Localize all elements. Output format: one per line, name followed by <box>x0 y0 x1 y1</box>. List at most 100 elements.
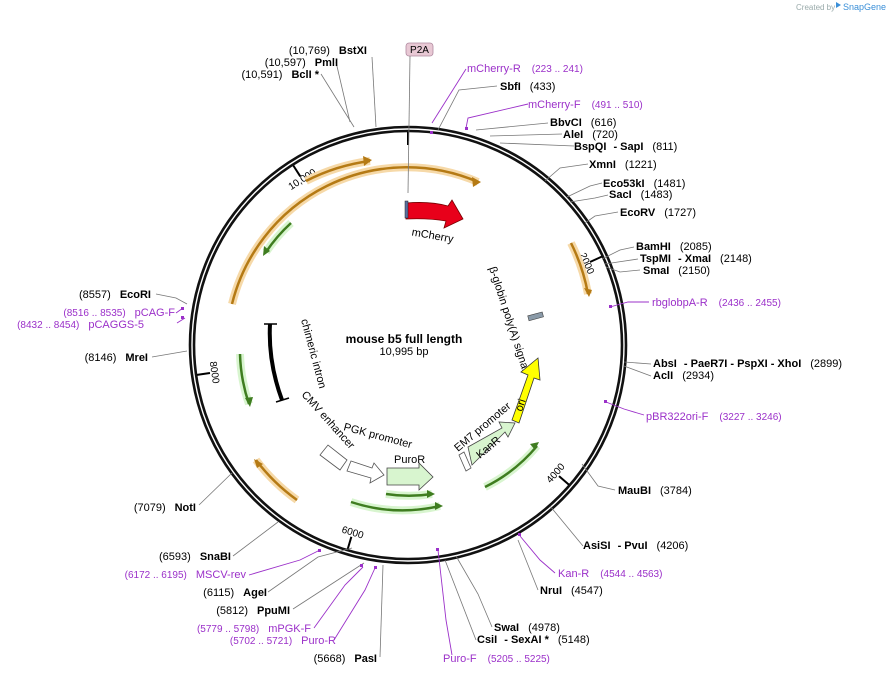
em7-promoter-feature[interactable] <box>458 451 472 472</box>
site-maubi[interactable]: MauBI <box>618 485 651 497</box>
site-bamhi[interactable]: BamHI <box>636 241 671 253</box>
site-asisi[interactable]: AsiSI <box>583 540 611 552</box>
primer-leaders <box>175 68 649 656</box>
svg-text:(5702 .. 5721)Puro-R: (5702 .. 5721)Puro-R <box>230 635 336 647</box>
site-bstxi[interactable]: BstXI <box>339 45 367 57</box>
puror-label: PuroR <box>394 454 425 466</box>
snapgene-logo-icon <box>836 2 841 8</box>
site-sbfi[interactable]: SbfI <box>500 81 521 93</box>
site-noti[interactable]: NotI <box>175 502 196 514</box>
svg-text:SbfI(433): SbfI(433) <box>500 81 555 93</box>
svg-text:(7079)NotI: (7079)NotI <box>134 502 196 514</box>
svg-text:AsiSI - PvuI(4206): AsiSI - PvuI(4206) <box>583 540 688 552</box>
svg-text:(10,769)BstXI: (10,769)BstXI <box>289 45 367 57</box>
site-agei[interactable]: AgeI <box>243 587 267 599</box>
svg-text:NruI(4547): NruI(4547) <box>540 585 603 597</box>
svg-text:AbsI - PaeR7I - PspXI - XhoI(2: AbsI - PaeR7I - PspXI - XhoI(2899) <box>653 358 842 370</box>
site-pmli[interactable]: PmlI <box>315 57 338 69</box>
svg-text:rbglobpA-R(2436 .. 2455): rbglobpA-R(2436 .. 2455) <box>652 297 781 309</box>
svg-text:(6172 .. 6195)MSCV-rev: (6172 .. 6195)MSCV-rev <box>125 569 247 581</box>
site-saci[interactable]: SacI <box>609 189 632 201</box>
svg-text:Eco53kI(1481): Eco53kI(1481) <box>603 178 685 190</box>
bglobin-label: β-globin poly(A) signal <box>486 265 531 372</box>
primer-puro-f[interactable]: Puro-F <box>443 653 477 665</box>
primer-mcherry-f[interactable]: mCherry-F <box>528 99 581 111</box>
green-arrowheads <box>245 246 539 510</box>
site-csii[interactable]: CsiI <box>477 634 497 646</box>
site-ecori[interactable]: EcoRI <box>120 289 151 301</box>
plasmid-name: mouse b5 full length <box>346 332 463 346</box>
bglobin-polya-feature[interactable] <box>527 311 544 322</box>
backbone-inner-ring <box>192 129 624 561</box>
site-ecorv[interactable]: EcoRV <box>620 207 656 219</box>
mcherry-feature[interactable] <box>404 199 464 229</box>
svg-text:(5779 .. 5798)mPGK-F: (5779 .. 5798)mPGK-F <box>197 623 311 635</box>
left-site-labels: (10,769)BstXI (10,597)PmlI (10,591)BclI … <box>79 45 377 665</box>
tick-label-8000: 8000 <box>207 361 221 385</box>
site-xmni[interactable]: XmnI <box>589 159 616 171</box>
svg-text:(5812)PpuMI: (5812)PpuMI <box>216 605 290 617</box>
site-smai[interactable]: SmaI <box>643 265 669 277</box>
created-by-text: Created by <box>796 3 835 12</box>
svg-text:Kan-R(4544 .. 4563): Kan-R(4544 .. 4563) <box>558 568 662 580</box>
p2a-label: P2A <box>410 45 429 56</box>
svg-text:AleI(720): AleI(720) <box>563 129 618 141</box>
intron-label: chimeric intron <box>298 318 328 390</box>
svg-text:(8432 .. 8454)pCAGGS-5: (8432 .. 8454)pCAGGS-5 <box>17 319 144 331</box>
svg-text:(8557)EcoRI: (8557)EcoRI <box>79 289 151 301</box>
pgk-promoter-feature[interactable] <box>346 460 385 484</box>
site-snabi[interactable]: SnaBI <box>200 551 231 563</box>
snapgene-brand: SnapGene <box>843 2 886 12</box>
primer-mscv-rev[interactable]: MSCV-rev <box>196 569 247 581</box>
site-bcli[interactable]: BclI * <box>291 69 319 81</box>
primer-pcag-f[interactable]: pCAG-F <box>135 307 176 319</box>
svg-text:(10,597)PmlI: (10,597)PmlI <box>265 57 338 69</box>
site-absi[interactable]: AbsI <box>653 358 677 370</box>
kanr-feature[interactable] <box>467 421 516 466</box>
tick-label-6000: 6000 <box>340 525 365 542</box>
site-alei[interactable]: AleI <box>563 129 583 141</box>
site-mrei[interactable]: MreI <box>125 352 148 364</box>
p2a-feature[interactable]: P2A <box>405 42 434 194</box>
primer-pbr322ori-f[interactable]: pBR322ori-F <box>646 411 709 423</box>
tick-10000 <box>292 164 302 178</box>
primer-rbglobpa-r[interactable]: rbglobpA-R <box>652 297 708 309</box>
site-acli[interactable]: AclI <box>653 370 673 382</box>
tick-8000 <box>196 372 211 376</box>
svg-text:BspQI - SapI(811): BspQI - SapI(811) <box>574 141 677 153</box>
site-pasi[interactable]: PasI <box>354 653 377 665</box>
site-tspmi[interactable]: TspMI <box>640 253 671 265</box>
svg-text:mCherry-F(491 .. 510): mCherry-F(491 .. 510) <box>528 99 643 111</box>
site-ppumi[interactable]: PpuMI <box>257 605 290 617</box>
tick-2000 <box>589 255 603 263</box>
primer-mpgk-f[interactable]: mPGK-F <box>268 623 311 635</box>
site-eco53ki[interactable]: Eco53kI <box>603 178 645 190</box>
primer-mcherry-r[interactable]: mCherry-R <box>467 63 521 75</box>
primer-markers <box>181 127 612 569</box>
svg-text:SacI(1483): SacI(1483) <box>609 189 672 201</box>
site-swai[interactable]: SwaI <box>494 622 519 634</box>
ori-feature[interactable] <box>511 357 541 424</box>
svg-text:(5668)PasI: (5668)PasI <box>314 653 377 665</box>
site-bbvci[interactable]: BbvCI <box>550 117 582 129</box>
chimeric-intron-feature[interactable] <box>264 323 290 403</box>
right-site-leaders <box>437 85 652 641</box>
site-bspqi[interactable]: BspQI <box>574 141 606 153</box>
primer-puro-r[interactable]: Puro-R <box>301 635 336 647</box>
left-primer-labels: (8516 .. 8535)pCAG-F (8432 .. 8454)pCAGG… <box>17 307 336 647</box>
primer-pcaggs-5[interactable]: pCAGGS-5 <box>88 319 144 331</box>
puror-feature[interactable] <box>386 462 434 491</box>
svg-text:SwaI(4978): SwaI(4978) <box>494 622 560 634</box>
cmv-enhancer-feature[interactable] <box>319 444 348 471</box>
svg-text:(8516 .. 8535)pCAG-F: (8516 .. 8535)pCAG-F <box>63 307 175 319</box>
svg-text:(8146)MreI: (8146)MreI <box>85 352 148 364</box>
primer-kan-r[interactable]: Kan-R <box>558 568 589 580</box>
svg-text:XmnI(1221): XmnI(1221) <box>589 159 657 171</box>
site-nrui[interactable]: NruI <box>540 585 562 597</box>
left-site-leaders <box>151 56 384 658</box>
cmv-label: CMV enhancer <box>299 389 357 452</box>
backbone-outer-ring <box>188 125 628 565</box>
svg-text:TspMI - XmaI(2148): TspMI - XmaI(2148) <box>640 253 752 265</box>
tick-6000 <box>346 536 353 550</box>
